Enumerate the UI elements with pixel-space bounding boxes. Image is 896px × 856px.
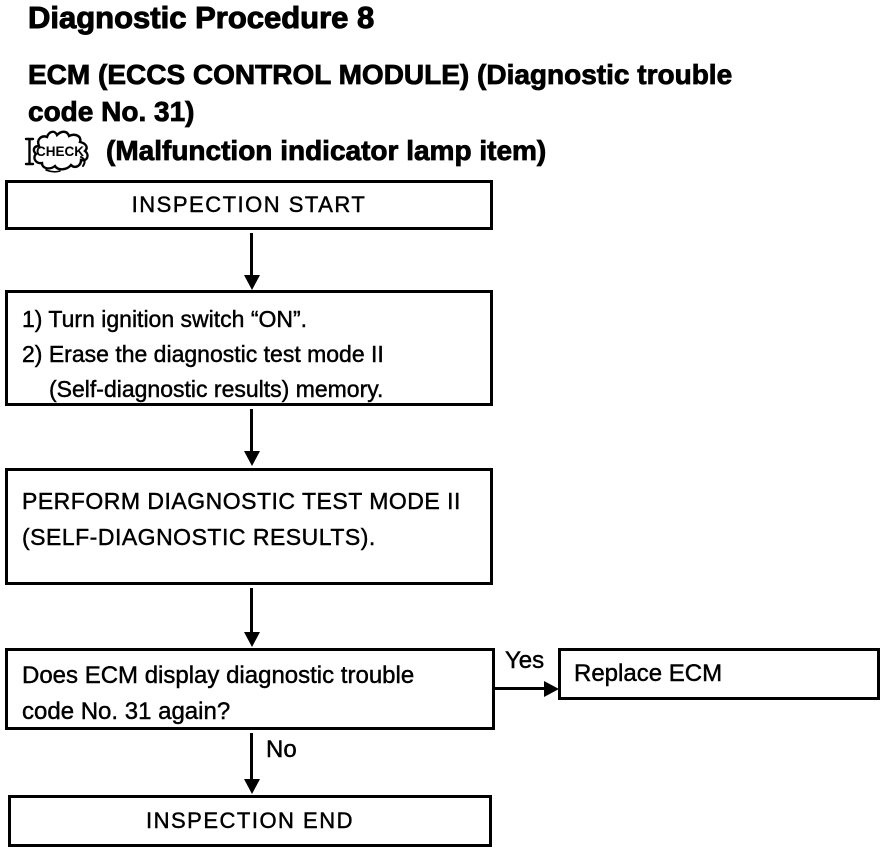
section-heading-line2: code No. 31) xyxy=(28,96,195,128)
arrow-down-icon xyxy=(244,451,260,466)
perform-line-2: (SELF-DIAGNOSTIC RESULTS). xyxy=(22,524,376,550)
decision-line-1: Does ECM display diagnostic trouble xyxy=(22,662,415,689)
step-line-3: (Self-diagnostic results) memory. xyxy=(49,376,384,402)
perform-line-1: PERFORM DIAGNOSTIC TEST MODE II xyxy=(22,488,461,514)
arrow-down-icon xyxy=(244,275,260,290)
connector-line xyxy=(250,233,253,276)
decision-line-2: code No. 31 again? xyxy=(22,698,231,725)
section-heading: ECM (ECCS CONTROL MODULE) (Diagnostic tr… xyxy=(28,56,733,130)
connector-line xyxy=(250,588,253,633)
yes-edge-label: Yes xyxy=(505,647,545,674)
check-connector-icon: CHECK xyxy=(24,130,89,173)
step-line-2: 2) Erase the diagnostic test mode II xyxy=(22,341,384,367)
arrow-down-icon xyxy=(244,779,260,794)
inspection-end-label: INSPECTION END xyxy=(145,808,355,833)
connector-line xyxy=(250,733,253,780)
connector-line xyxy=(495,687,545,690)
flow-node-inspection-start: INSPECTION START xyxy=(5,180,493,230)
page-title: Diagnostic Procedure 8 xyxy=(27,0,375,36)
inspection-start-label: INSPECTION START xyxy=(131,192,367,217)
step-line-1: 1) Turn ignition switch “ON”. xyxy=(22,306,308,332)
arrow-down-icon xyxy=(244,632,260,647)
check-item-label: (Malfunction indicator lamp item) xyxy=(106,135,547,167)
check-badge-text: CHECK xyxy=(36,144,84,159)
flow-node-perform-test: PERFORM DIAGNOSTIC TEST MODE II (SELF-DI… xyxy=(5,468,493,585)
no-edge-label: No xyxy=(266,736,297,763)
flow-node-replace-ecm: Replace ECM xyxy=(558,648,880,700)
flow-node-erase-memory: 1) Turn ignition switch “ON”. 2) Erase t… xyxy=(5,290,493,406)
replace-ecm-label: Replace ECM xyxy=(574,660,723,687)
section-heading-line1: ECM (ECCS CONTROL MODULE) (Diagnostic tr… xyxy=(28,59,733,91)
connector-line xyxy=(250,409,253,452)
arrow-right-icon xyxy=(544,681,559,697)
flow-node-decision: Does ECM display diagnostic trouble code… xyxy=(5,648,495,730)
flow-node-inspection-end: INSPECTION END xyxy=(8,795,492,847)
check-lamp-row: CHECK (Malfunction indicator lamp item) xyxy=(22,126,547,176)
